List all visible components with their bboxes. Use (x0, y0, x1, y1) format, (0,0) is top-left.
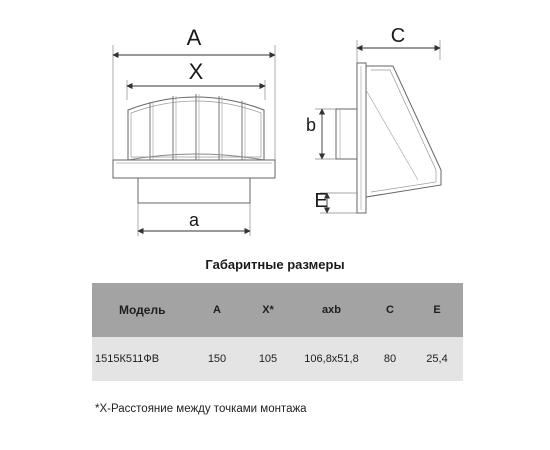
col-header-C: C (386, 304, 394, 316)
side-view (315, 40, 442, 214)
dim-X-label: X (189, 59, 204, 84)
cell-E: 25,4 (426, 353, 448, 365)
cell-axb: 106,8x51,8 (304, 353, 359, 365)
col-header-X: X* (262, 304, 274, 316)
table-row: 1515К511ФВ 150 105 106,8x51,8 80 25,4 (92, 337, 463, 381)
dim-E-label: E (314, 190, 327, 212)
front-view (112, 45, 276, 236)
col-header-model: Модель (119, 303, 166, 317)
spec-header-row: Модель A X* axb C E (92, 283, 463, 337)
dim-b-label: b (306, 115, 316, 135)
cell-model: 1515К511ФВ (95, 353, 160, 365)
cell-A: 150 (207, 353, 227, 365)
spec-title: Габаритные размеры (205, 257, 345, 272)
dim-A-label: A (187, 25, 202, 50)
col-header-A: A (213, 304, 221, 316)
dim-C-label: C (391, 25, 405, 47)
cell-C: 80 (383, 353, 397, 365)
col-header-axb: axb (322, 304, 341, 316)
front-dimensions: A X a (112, 25, 276, 235)
dim-a-label: a (189, 210, 200, 230)
cell-X: 105 (258, 353, 278, 365)
col-header-E: E (433, 304, 441, 316)
spec-table: Модель A X* axb C E 1515К511ФВ 150 105 1… (92, 283, 463, 381)
footnote: *X-Расстояние между точками монтажа (95, 403, 307, 415)
product-drawing: A X a C b E (112, 25, 442, 236)
side-dimensions: C b E (306, 25, 441, 214)
